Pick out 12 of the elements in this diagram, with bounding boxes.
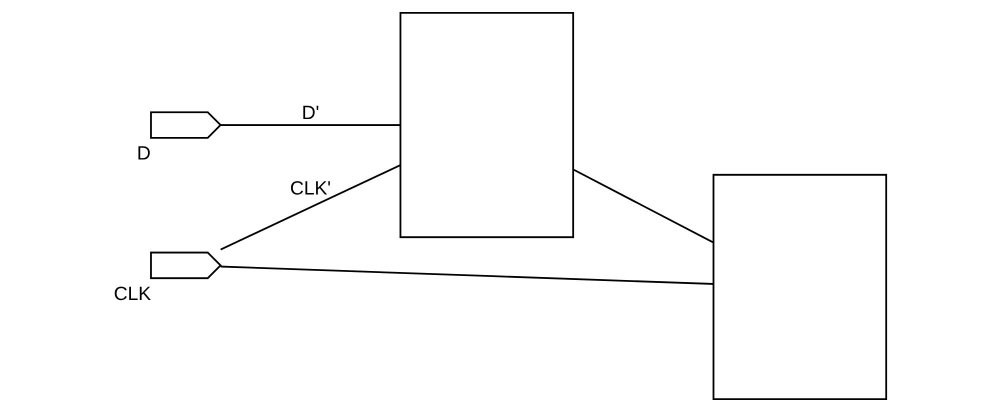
connector [572, 168, 714, 244]
node-box [400, 12, 574, 238]
node-label: D [136, 144, 151, 165]
node-pentagon [150, 111, 222, 139]
edge-label: D' [302, 102, 320, 124]
node-pentagon [150, 252, 222, 280]
node-label: CLK [114, 284, 152, 305]
edge-label: CLK' [290, 178, 331, 200]
connector [220, 124, 400, 126]
connector [220, 266, 714, 285]
connector [220, 164, 401, 250]
node-box [712, 174, 888, 400]
